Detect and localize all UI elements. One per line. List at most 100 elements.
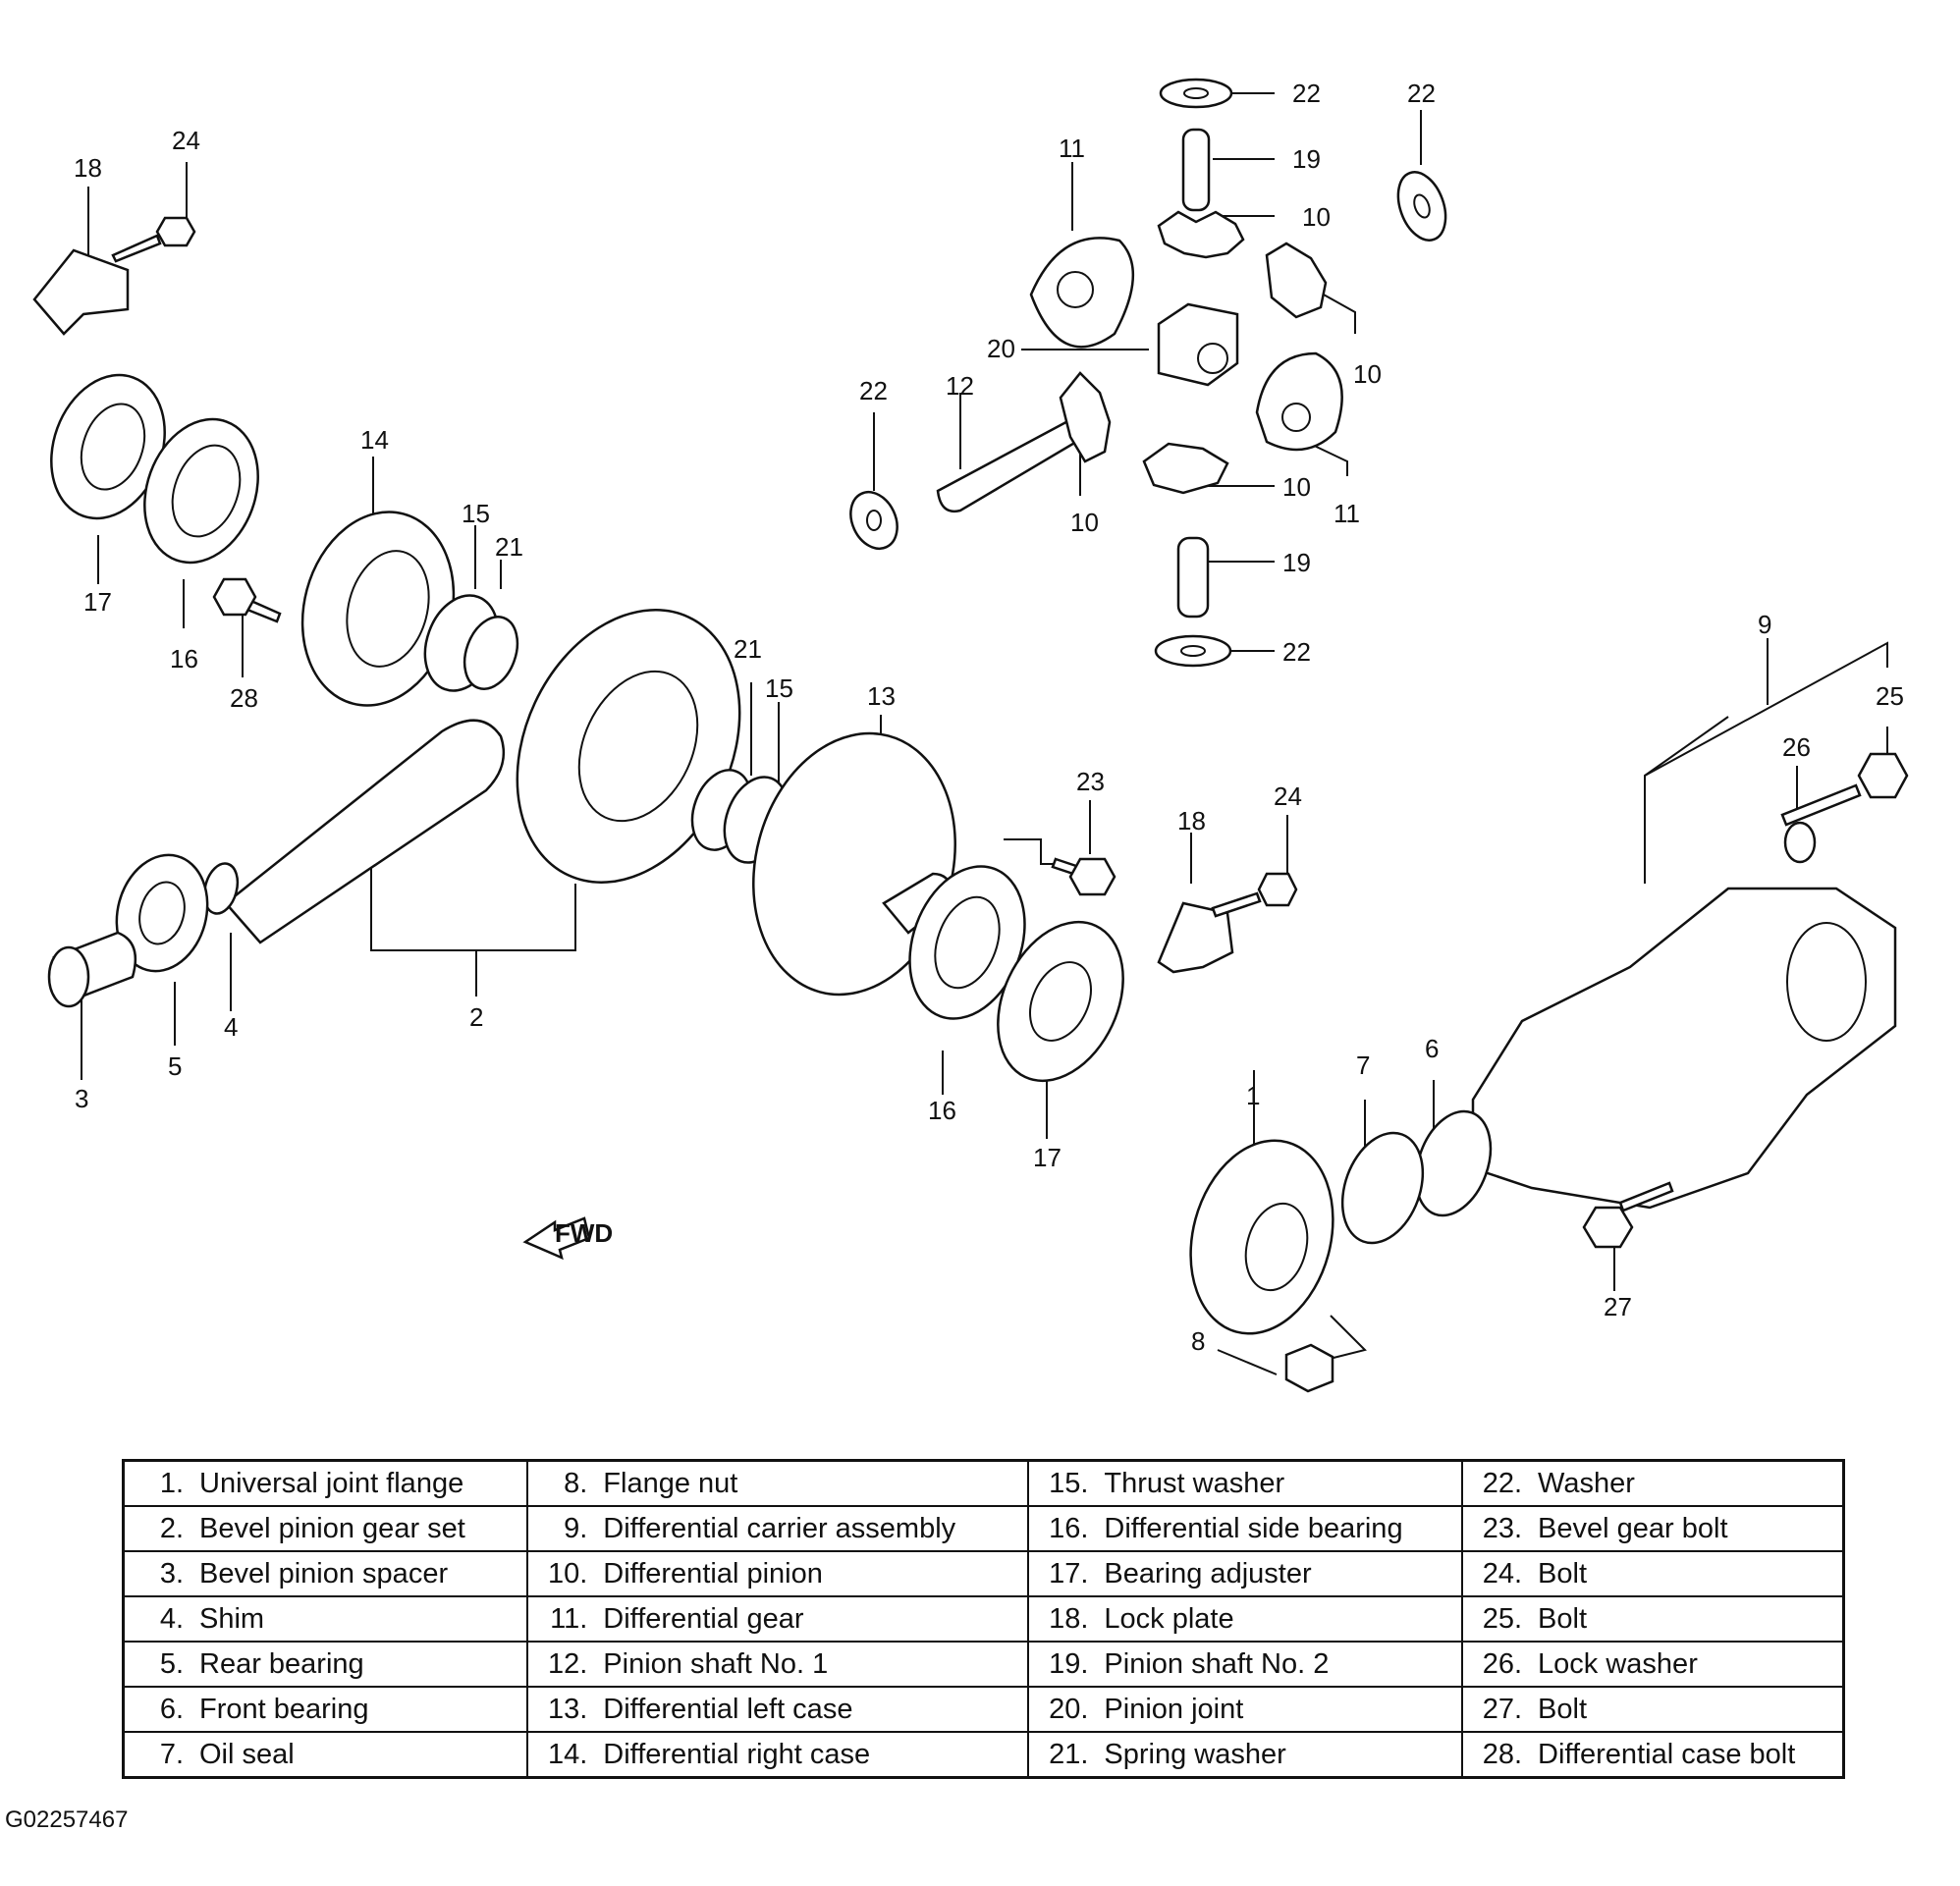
ring-gear: [516, 609, 741, 884]
legend-item-name: Bearing adjuster: [1104, 1557, 1312, 1590]
legend-cell: 10.Differential pinion: [526, 1550, 1030, 1597]
bolt-25-shank: [1780, 783, 1862, 827]
callout-10: 10: [1070, 508, 1099, 537]
pinion-shaft-19-bottom: [1176, 536, 1210, 619]
legend-item-name: Bevel gear bolt: [1538, 1512, 1728, 1544]
legend-item-number: 7.: [159, 1738, 184, 1770]
differential-gear-11-bottom: [1255, 351, 1343, 452]
callout-16: 16: [928, 1096, 956, 1125]
legend-item-number: 13.: [547, 1693, 588, 1725]
legend-item-name: Differential side bearing: [1104, 1512, 1403, 1544]
legend-cell: 17. Bearing adjuster: [1027, 1550, 1464, 1597]
exploded-parts-diagram: FWD 22 22 11 19 10 20 10 12 22 10 11 10: [32, 78, 1909, 1393]
legend-cell: 2.Bevel pinion gear set: [122, 1505, 529, 1552]
legend-cell: 4.Shim: [122, 1595, 529, 1643]
callout-5: 5: [168, 1051, 182, 1081]
callout-18: 18: [74, 153, 102, 183]
callout-22: 22: [1407, 79, 1436, 108]
bevel-gear-bolt-23-head: [1068, 857, 1116, 896]
legend-item-number: 19.: [1049, 1647, 1089, 1680]
legend-item-name: Bevel pinion gear set: [199, 1512, 465, 1544]
legend-item-name: Pinion joint: [1104, 1693, 1244, 1725]
rear-bearing-5: [115, 853, 209, 973]
legend-cell: 25.Bolt: [1461, 1595, 1845, 1643]
legend-item-number: 22.: [1482, 1467, 1523, 1499]
differential-pinion-10-right: [1265, 242, 1328, 319]
legend-item-number: 24.: [1482, 1557, 1523, 1590]
legend-item-name: Spring washer: [1104, 1738, 1286, 1770]
legend-item-number: 23.: [1482, 1512, 1523, 1544]
bolt-25-head: [1857, 752, 1909, 799]
washer-22-top: [1159, 78, 1233, 109]
pinion-shaft-19-top: [1181, 128, 1211, 212]
legend-cell: 13.Differential left case: [526, 1686, 1030, 1733]
oil-seal-7: [1340, 1131, 1425, 1245]
legend-item-name: Bolt: [1538, 1602, 1588, 1635]
callout-15: 15: [462, 499, 490, 528]
differential-pinion-10-bottom: [1142, 442, 1229, 495]
legend-item-number: 10.: [547, 1557, 588, 1590]
legend-item-name: Lock washer: [1538, 1647, 1698, 1680]
legend-item-name: Shim: [199, 1602, 265, 1635]
flange-nut-8: [1284, 1343, 1334, 1393]
callout-16: 16: [170, 644, 198, 674]
legend-item-number: 26.: [1482, 1647, 1523, 1680]
callout-24: 24: [172, 126, 200, 155]
case-bolt-28-head: [212, 577, 257, 617]
callout-15: 15: [765, 674, 793, 703]
legend-item-name: Universal joint flange: [199, 1467, 464, 1499]
legend-item-name: Differential gear: [603, 1602, 804, 1635]
pinion-joint-20: [1157, 302, 1239, 387]
callout-1: 1: [1246, 1081, 1260, 1110]
legend-item-name: Rear bearing: [199, 1647, 364, 1680]
legend-cell: 23. Bevel gear bolt: [1461, 1505, 1845, 1552]
callout-19: 19: [1292, 144, 1321, 174]
legend-item-name: Bolt: [1538, 1693, 1588, 1725]
legend-item-name: Lock plate: [1104, 1602, 1234, 1635]
legend-cell: 28.Differential case bolt: [1461, 1731, 1845, 1779]
legend-item-name: Thrust washer: [1104, 1467, 1285, 1499]
callout-20: 20: [987, 334, 1015, 363]
callout-19: 19: [1282, 548, 1311, 577]
callout-8: 8: [1191, 1326, 1205, 1356]
legend-item-number: 9.: [564, 1512, 588, 1544]
callout-2: 2: [469, 1002, 483, 1032]
callout-11: 11: [1059, 134, 1085, 163]
callout-26: 26: [1782, 732, 1811, 762]
legend-item-number: 28.: [1482, 1738, 1523, 1770]
legend-item-number: 18.: [1049, 1602, 1089, 1635]
legend-item-name: Differential carrier assembly: [603, 1512, 956, 1544]
legend-item-name: Pinion shaft No. 2: [1104, 1647, 1330, 1680]
front-bearing-6: [1414, 1109, 1493, 1217]
legend-item-name: Bolt: [1538, 1557, 1588, 1590]
callout-25: 25: [1876, 681, 1904, 711]
legend-item-name: Bevel pinion spacer: [199, 1557, 449, 1590]
legend-item-name: Differential right case: [603, 1738, 871, 1770]
legend-cell: 3.Bevel pinion spacer: [122, 1550, 529, 1597]
legend-cell: 27.Bolt: [1461, 1686, 1845, 1733]
callout-28: 28: [230, 683, 258, 713]
callout-6: 6: [1425, 1034, 1439, 1063]
legend-item-name: Front bearing: [199, 1693, 369, 1725]
fwd-arrow: [522, 1216, 591, 1261]
legend-cell: 21.Spring washer: [1027, 1731, 1464, 1779]
legend-cell: 1.Universal joint flange: [122, 1459, 529, 1507]
callout-17: 17: [1033, 1143, 1062, 1172]
legend-cell: 12.Pinion shaft No. 1: [526, 1641, 1030, 1688]
legend-cell: 20. Pinion joint: [1027, 1686, 1464, 1733]
callout-21: 21: [495, 532, 523, 562]
legend-item-number: 5.: [159, 1647, 184, 1680]
legend-cell: 6.Front bearing: [122, 1686, 529, 1733]
legend-cell: 9. Differential carrier assembly: [526, 1505, 1030, 1552]
legend-item-number: 12.: [547, 1647, 588, 1680]
legend-item-number: 20.: [1049, 1693, 1089, 1725]
callout-22: 22: [1292, 79, 1321, 108]
spring-washer-21-left: [463, 616, 519, 690]
bolt-27-head: [1582, 1206, 1634, 1249]
callout-24: 24: [1274, 781, 1302, 811]
legend-row: 2.Bevel pinion gear set 9. Differential ca…: [122, 1505, 1845, 1552]
legend-item-number: 17.: [1049, 1557, 1089, 1590]
fwd-label: FWD: [555, 1218, 613, 1248]
